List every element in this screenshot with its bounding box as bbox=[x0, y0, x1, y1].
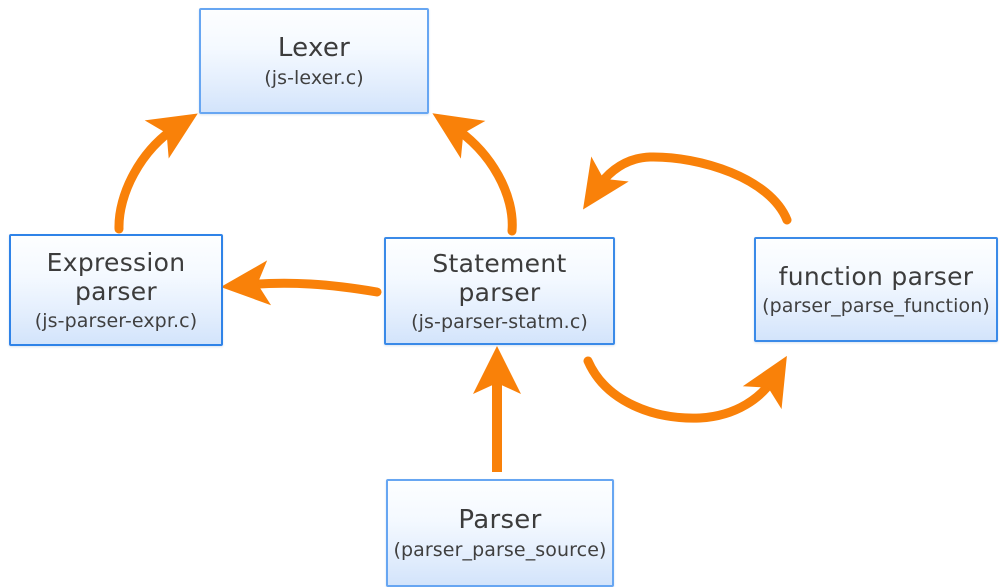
node-function-parser[interactable]: function parser (parser_parse_function) bbox=[754, 237, 998, 342]
node-expression-parser-title: Expression parser bbox=[46, 247, 186, 307]
edge-expression-to-lexer bbox=[114, 113, 198, 234]
edge-statement-to-function bbox=[583, 355, 787, 423]
node-lexer[interactable]: Lexer (js-lexer.c) bbox=[199, 8, 429, 114]
node-statement-parser[interactable]: Statement parser (js-parser-statm.c) bbox=[384, 237, 615, 345]
node-lexer-title: Lexer bbox=[277, 32, 351, 63]
node-parser-subtitle: (parser_parse_source) bbox=[393, 538, 607, 561]
edge-function-to-statement bbox=[583, 152, 792, 225]
node-parser-title: Parser bbox=[458, 504, 542, 535]
node-lexer-subtitle: (js-lexer.c) bbox=[264, 66, 364, 89]
node-function-parser-subtitle: (parser_parse_function) bbox=[762, 294, 990, 317]
edge-statement-to-expression bbox=[220, 260, 382, 306]
node-expression-parser[interactable]: Expression parser (js-parser-expr.c) bbox=[9, 234, 223, 346]
node-statement-parser-subtitle: (js-parser-statm.c) bbox=[411, 310, 588, 333]
node-parser[interactable]: Parser (parser_parse_source) bbox=[386, 479, 614, 587]
node-statement-parser-title: Statement parser bbox=[432, 248, 567, 308]
node-function-parser-title: function parser bbox=[778, 262, 974, 292]
node-expression-parser-subtitle: (js-parser-expr.c) bbox=[34, 309, 198, 332]
edge-statement-to-lexer bbox=[432, 113, 517, 236]
